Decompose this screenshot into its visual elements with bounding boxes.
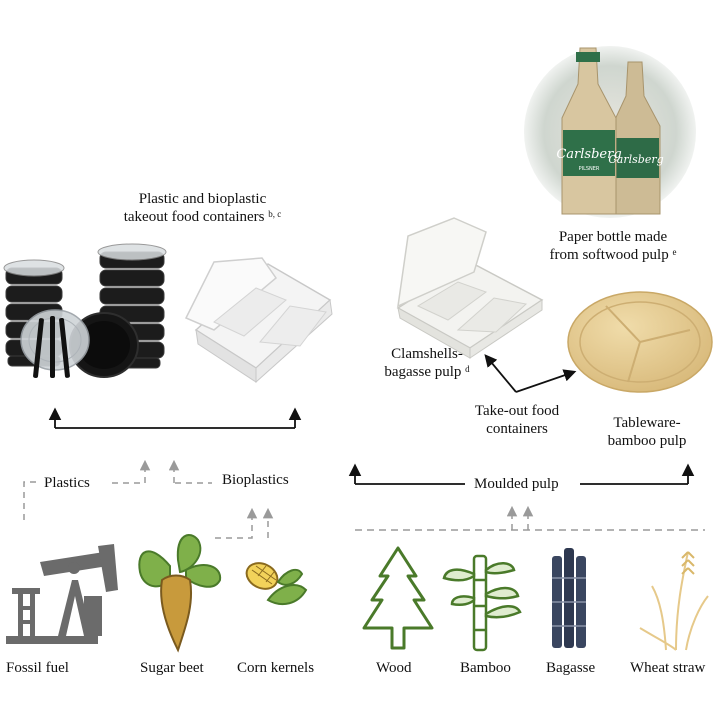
plastics-label: Plastics (44, 475, 90, 491)
bottle-brand-front: Carlsberg (556, 147, 621, 162)
bottle-brand-back: Carlsberg (608, 153, 663, 166)
paper-bottle-photo: Carlsberg Carlsberg PILSNER (524, 46, 696, 218)
source-label-corn-kernels: Corn kernels (237, 660, 315, 676)
takeout-caption-line2: containers (486, 421, 548, 437)
source-label-wood: Wood (376, 660, 412, 676)
paper-bottle-caption-sup: e (672, 247, 677, 257)
foam-clamshell (184, 257, 333, 384)
black-plastic-bowls (3, 243, 167, 378)
takeout-caption: Take-out food containers (462, 402, 572, 438)
bioplastics-label: Bioplastics (222, 472, 289, 488)
bagasse-clamshell (396, 217, 544, 359)
tableware-caption: Tableware- bamboo pulp (592, 414, 702, 450)
tree-icon (362, 546, 434, 650)
source-label-bamboo: Bamboo (460, 660, 511, 676)
plastic-containers-title: Plastic and bioplastic takeout food cont… (95, 190, 310, 226)
paper-bottle-caption-line1: Paper bottle made (558, 229, 668, 245)
clamshells-caption-line1: Clamshells- (391, 346, 463, 362)
plastic-containers-title-line2-text: takeout food containers (123, 209, 265, 225)
paper-bottle-caption: Paper bottle made from softwood pulp e (538, 228, 688, 264)
bamboo-icon (442, 554, 522, 652)
plastic-containers-title-sup: b, c (268, 209, 282, 219)
plastic-containers-title-line2: takeout food containers b, c (95, 208, 310, 226)
oil-pump-icon (6, 544, 118, 644)
bagasse-icon (552, 548, 586, 648)
source-label-bagasse: Bagasse (546, 660, 596, 676)
tableware-caption-line1: Tableware- (613, 415, 681, 431)
bottle-sub: PILSNER (579, 166, 600, 172)
clamshells-caption-sup: d (465, 364, 470, 374)
source-label-sugar-beet: Sugar beet (140, 660, 204, 676)
source-label-wheat-straw: Wheat straw (630, 660, 706, 676)
clamshells-caption: Clamshells- bagasse pulp d (372, 345, 482, 381)
moulded-pulp-label: Moulded pulp (474, 476, 559, 492)
sugar-beet-icon (138, 534, 222, 653)
plastic-containers-title-line1: Plastic and bioplastic (138, 191, 267, 207)
wheat-icon (639, 551, 709, 651)
connector-lines (23, 354, 705, 539)
corn-icon (245, 562, 308, 606)
paper-bottle-caption-line2-text: from softwood pulp (549, 247, 669, 263)
bamboo-plate (567, 291, 713, 393)
clamshells-caption-line2: bagasse pulp d (372, 363, 482, 381)
paper-bottle-caption-line2: from softwood pulp e (538, 246, 688, 264)
source-label-fossil-fuel: Fossil fuel (6, 660, 69, 676)
takeout-caption-line1: Take-out food (474, 403, 560, 419)
clamshells-caption-line2-text: bagasse pulp (384, 364, 462, 380)
tableware-caption-line2: bamboo pulp (607, 433, 687, 449)
